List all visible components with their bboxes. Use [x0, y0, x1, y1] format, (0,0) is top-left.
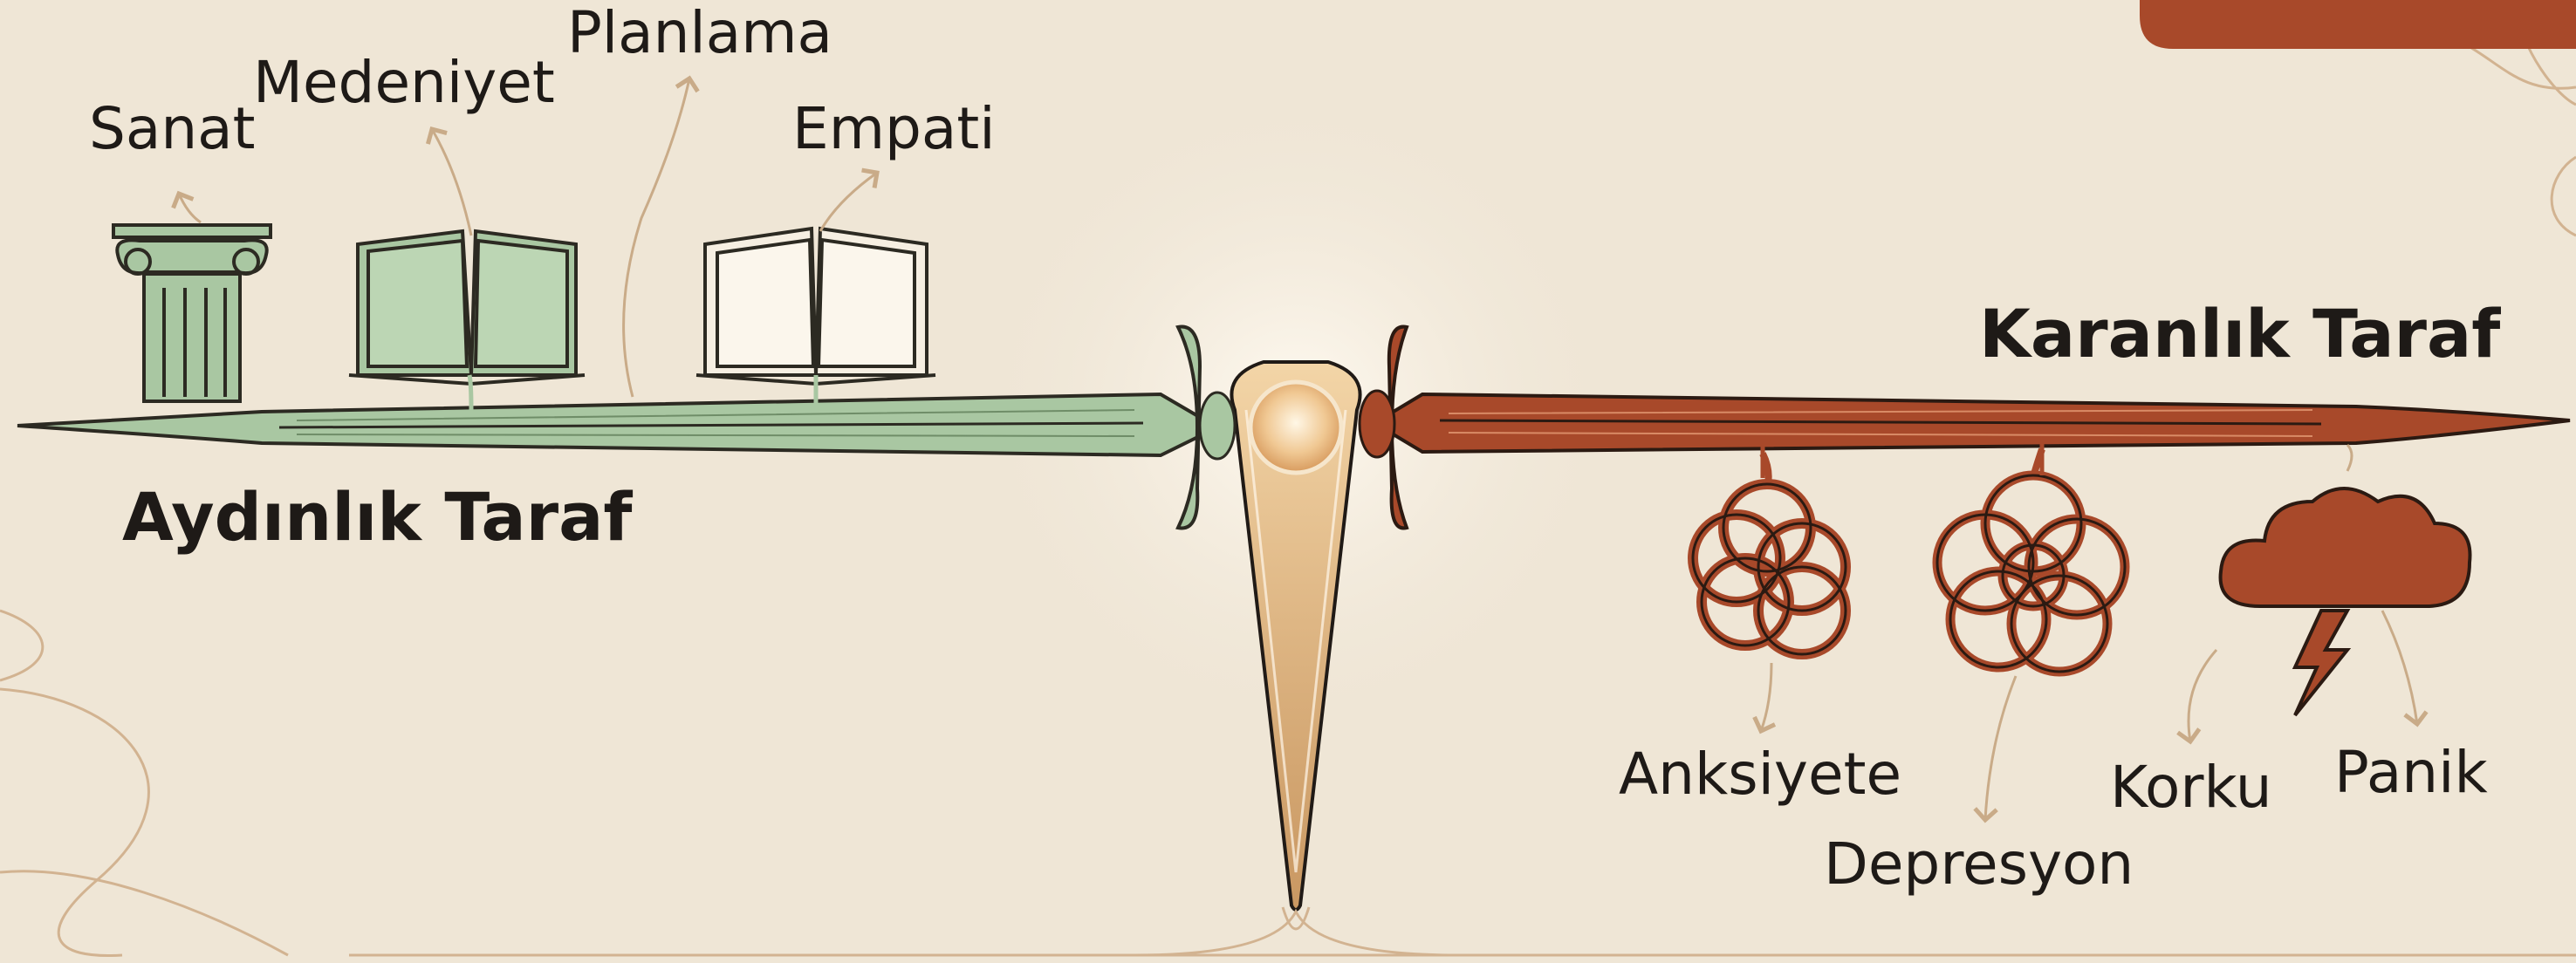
tangled-knot-icon [1937, 449, 2125, 672]
light-side-title: Aydınlık Taraf [122, 484, 632, 550]
book-icon [349, 231, 585, 384]
label-depresyon: Depresyon [1824, 836, 2134, 893]
label-sanat: Sanat [89, 100, 256, 158]
storm-cloud-icon [2221, 445, 2470, 715]
label-planlama: Planlama [567, 4, 832, 62]
corner-tab [2140, 0, 2576, 49]
label-empati: Empati [792, 100, 996, 158]
column-icon [113, 225, 271, 401]
open-book-icon [696, 229, 935, 384]
label-korku: Korku [2110, 759, 2272, 816]
label-anksiyete: Anksiyete [1619, 746, 1901, 803]
label-medeniyet: Medeniyet [253, 54, 555, 112]
label-panik: Panik [2334, 744, 2488, 802]
dark-side-title: Karanlık Taraf [1979, 301, 2500, 367]
center-orb [1250, 382, 1341, 473]
